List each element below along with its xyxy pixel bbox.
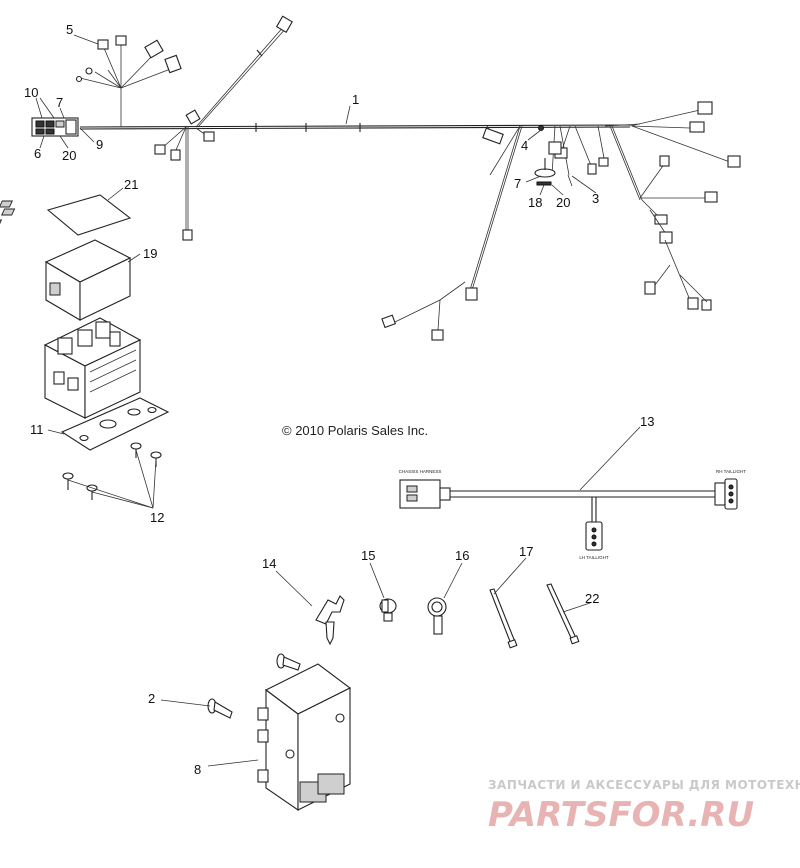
callout-7b: 7 (514, 176, 521, 191)
callout-14: 14 (262, 556, 276, 571)
chassis-harness-label: CHASSIS HARNESS (399, 469, 442, 474)
harness-clip (379, 598, 397, 622)
callout-9: 9 (96, 137, 103, 152)
fuse-box-body (43, 317, 142, 419)
leader-lines (35, 34, 641, 767)
watermark-brand: PARTSFOR.RU (488, 795, 754, 835)
callout-17: 17 (519, 544, 533, 559)
callout-3: 3 (592, 191, 599, 206)
callout-8: 8 (194, 762, 201, 777)
screw (62, 472, 74, 490)
lh-taillight-label: LH TAILLIGHT (579, 555, 609, 560)
cable-tie (489, 588, 518, 649)
callout-5: 5 (66, 22, 73, 37)
mounting-clip (315, 595, 345, 646)
watermark-tagline: ЗАПЧАСТИ И АКСЕССУАРЫ ДЛЯ МОТОТЕХНИКИ (488, 778, 800, 792)
push-rivet (276, 653, 301, 671)
rh-taillight-label: RH TAILLIGHT (716, 469, 746, 474)
callout-19: 19 (143, 246, 157, 261)
callout-15: 15 (361, 548, 375, 563)
main-wiring-harness (31, 15, 741, 341)
callout-10: 10 (24, 85, 38, 100)
callout-20a: 20 (62, 148, 76, 163)
screw (86, 484, 98, 500)
taillight-harness: CHASSIS HARNESS RH TAILLIGHT LH TAILLIGH… (399, 469, 747, 560)
callout-22: 22 (585, 591, 599, 606)
screw (130, 442, 142, 458)
cable-tie-long (546, 583, 580, 645)
p-clamp (427, 597, 447, 635)
fuse-box-decal (0, 194, 132, 236)
callout-11: 11 (30, 422, 44, 437)
watermark: ЗАПЧАСТИ И АКСЕССУАРЫ ДЛЯ МОТОТЕХНИКИ PA… (488, 778, 800, 835)
callout-6: 6 (34, 146, 41, 161)
fuse-box-cover (44, 239, 132, 321)
callout-1: 1 (352, 92, 359, 107)
callout-18: 18 (528, 195, 542, 210)
callout-2: 2 (148, 691, 155, 706)
callout-13: 13 (640, 414, 654, 429)
callout-16: 16 (455, 548, 469, 563)
fuse-box-bracket (60, 397, 170, 451)
push-rivet (207, 698, 233, 719)
callout-numbers: 1 5 10 7 6 20 9 4 7 18 20 3 21 19 11 12 … (24, 22, 654, 777)
callout-20b: 20 (556, 195, 570, 210)
callout-4: 4 (521, 138, 528, 153)
callout-21: 21 (124, 177, 138, 192)
callout-7a: 7 (56, 95, 63, 110)
callout-12: 12 (150, 510, 164, 525)
copyright-notice: © 2010 Polaris Sales Inc. (282, 423, 428, 438)
ecu-module (257, 663, 352, 812)
screw-set (62, 442, 162, 500)
